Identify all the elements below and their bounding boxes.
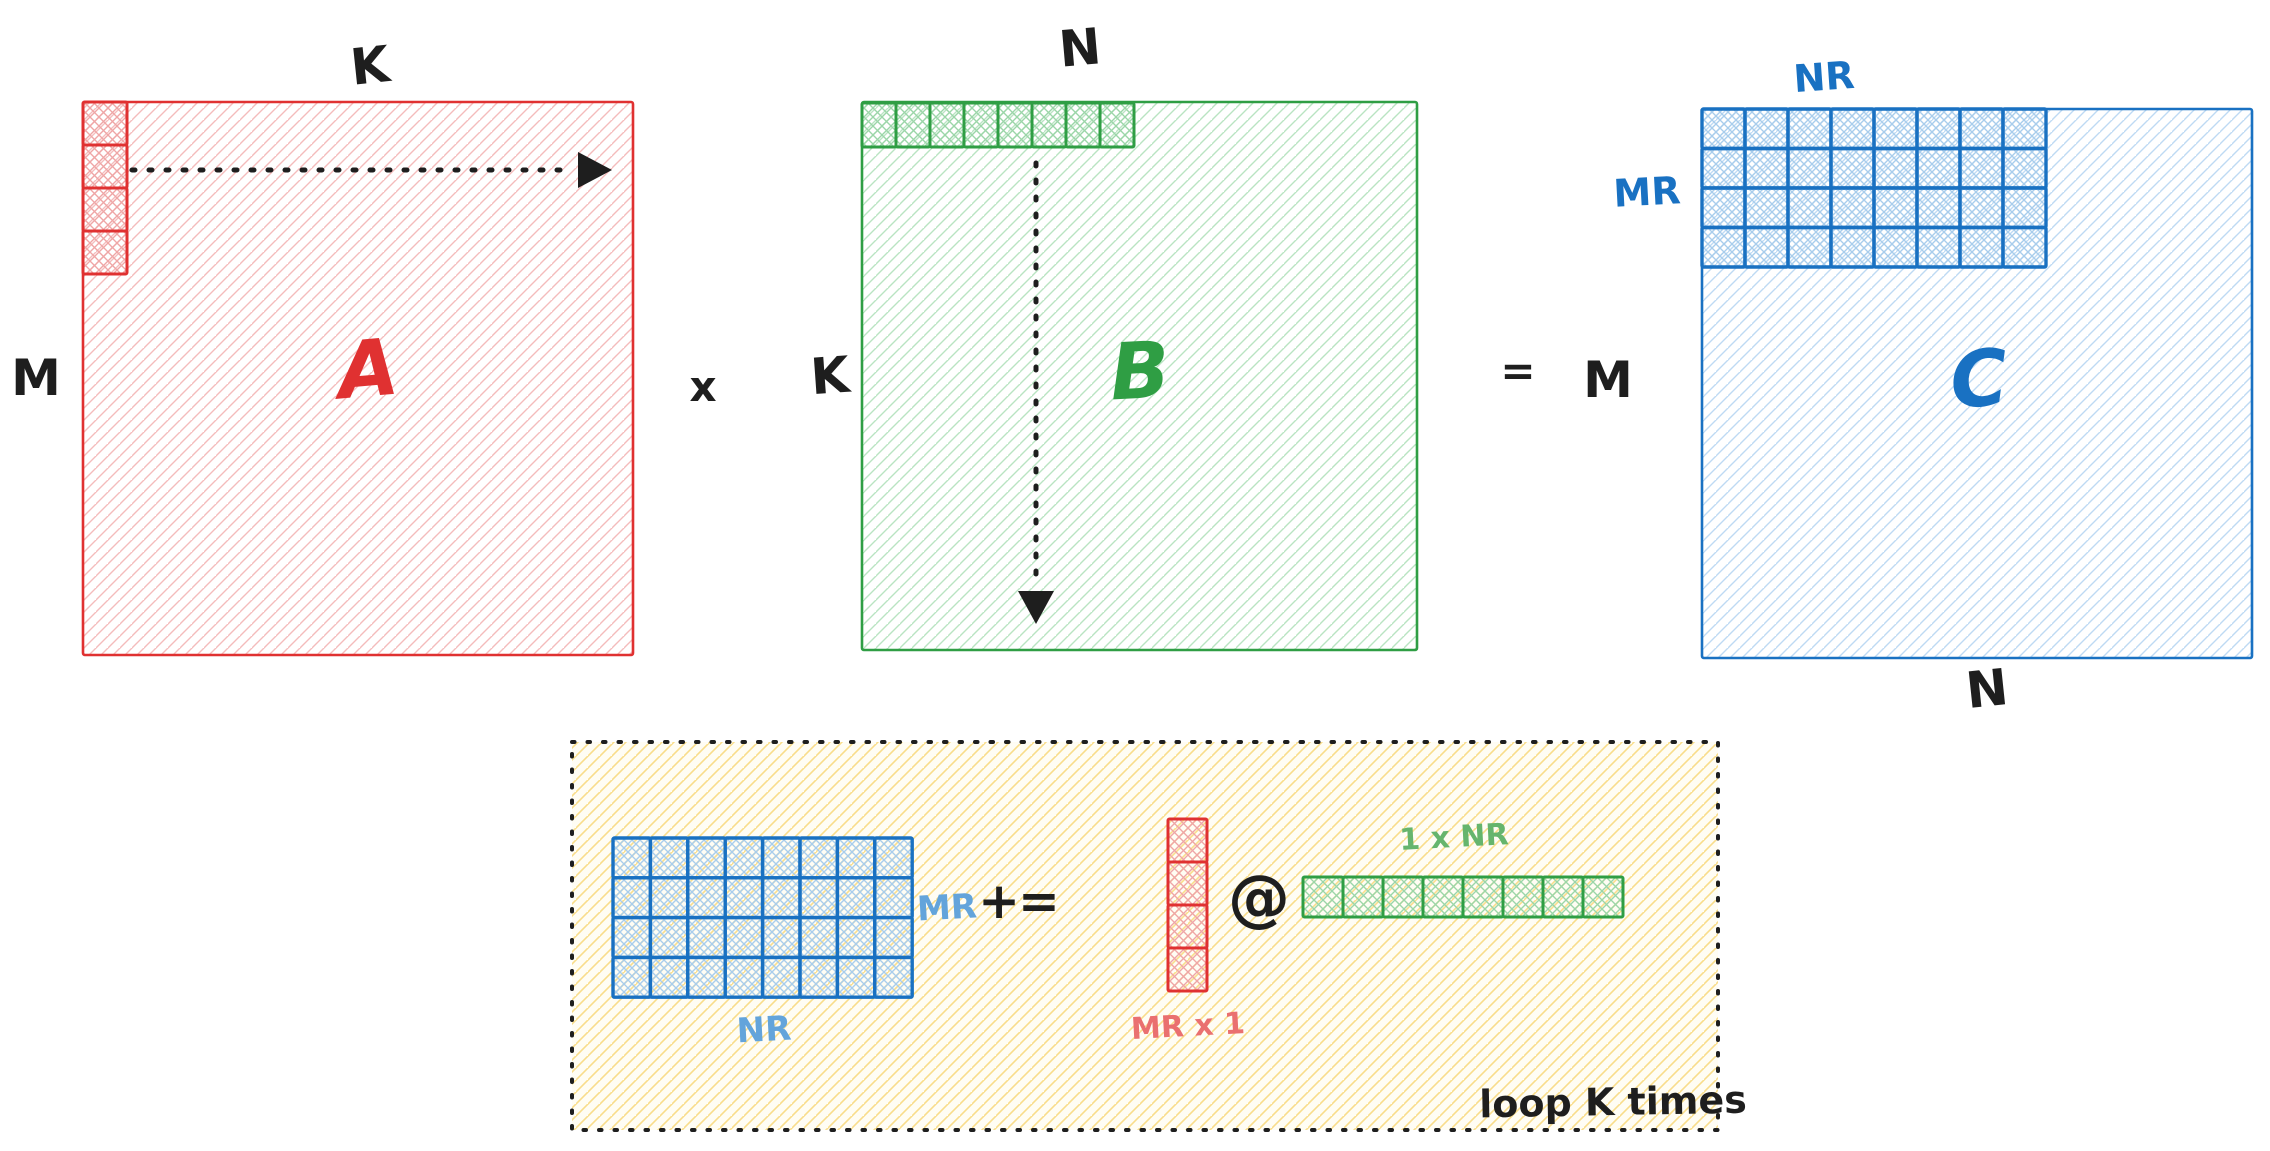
multiply-operator: x [689, 362, 717, 411]
col-sweep-arrow-icon [1018, 160, 1054, 624]
matrix-a [81, 100, 635, 657]
matrix-c [1700, 107, 2254, 660]
dotted-border [570, 740, 1720, 1132]
matrix-c-tile-cols-label: NR [1792, 52, 1856, 102]
matmul-operator: @ [1228, 861, 1290, 934]
loop-note: loop K times [1478, 1077, 1748, 1127]
matrix-b [860, 100, 1419, 652]
kernel-tile-rows-label: MR [915, 886, 979, 930]
matrix-a-cols-label: K [347, 35, 393, 97]
matrix-c-cols-label: N [1963, 657, 2011, 721]
kernel-b-row [1301, 875, 1625, 919]
matrix-c-tile-rows-label: MR [1612, 168, 1682, 216]
kernel-c-tile [611, 836, 914, 999]
microkernel-box [570, 740, 1720, 1132]
matrix-c-micro-tile [1700, 107, 2048, 269]
matrix-b-rows-label: K [808, 345, 852, 407]
equals-operator: = [1500, 346, 1536, 395]
matrix-a-letter: A [334, 322, 402, 418]
matrix-c-rows-label: M [1583, 351, 1633, 409]
matrix-c-letter: C [1947, 333, 2011, 427]
accumulate-operator: += [978, 872, 1060, 930]
kernel-b-row-label: 1 x NR [1398, 817, 1510, 858]
matrix-b-micro-panel [860, 101, 1136, 149]
matrix-b-cols-label: N [1056, 17, 1104, 79]
matrix-a-rows-label: M [11, 349, 61, 407]
kernel-a-column [1166, 817, 1209, 993]
kernel-tile-cols-label: NR [735, 1008, 793, 1052]
kernel-a-column-label: MR x 1 [1130, 1006, 1246, 1047]
matrix-b-letter: B [1107, 325, 1173, 419]
matrix-a-micro-panel [81, 100, 129, 276]
row-sweep-arrow-icon [129, 152, 612, 188]
